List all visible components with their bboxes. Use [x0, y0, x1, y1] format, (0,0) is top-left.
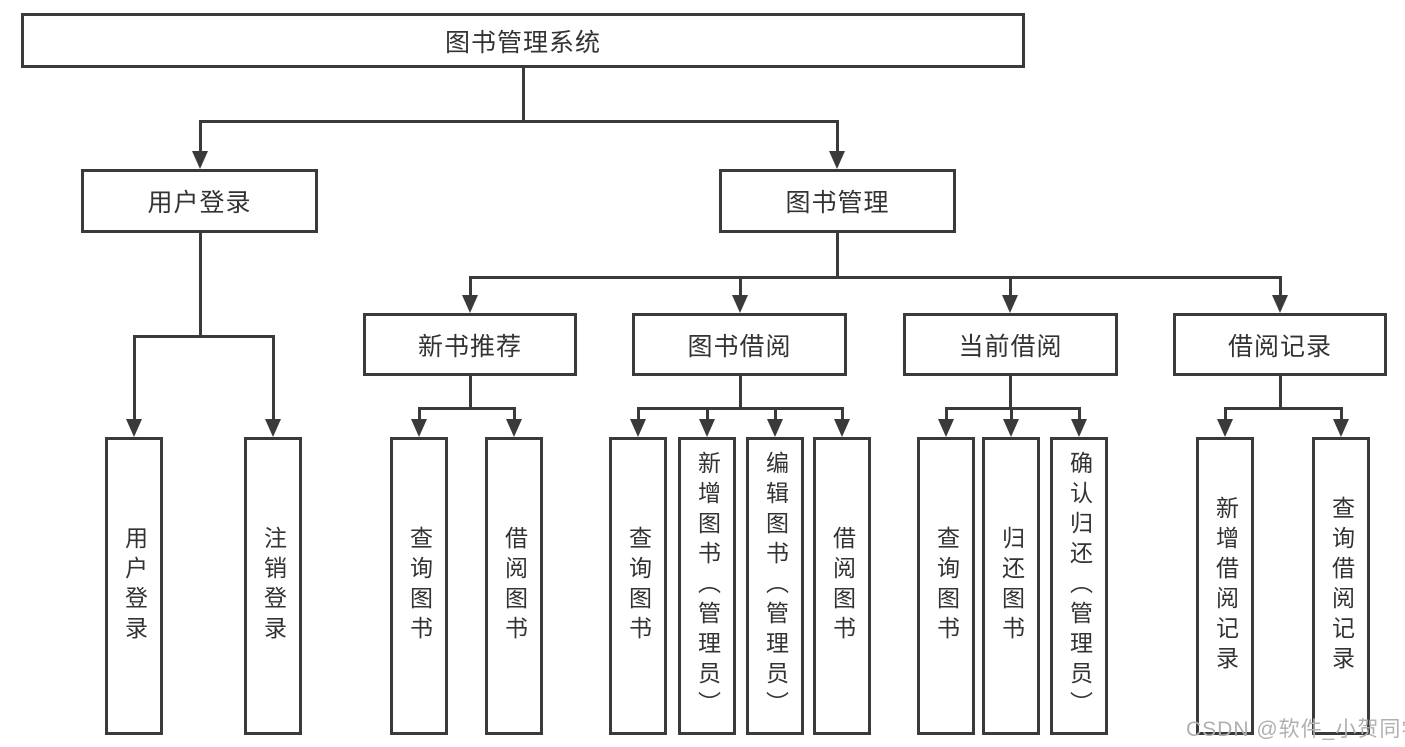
leaf-logout-label: 注销登录 — [260, 526, 287, 646]
node-user-login: 用户登录 — [81, 169, 318, 233]
node-book-borrow-label: 图书借阅 — [687, 332, 792, 361]
leaf-add-books-admin: 新增图书（管理员） — [678, 437, 736, 735]
arrowhead-down-icon — [1272, 295, 1288, 313]
node-user-login-label: 用户登录 — [147, 189, 252, 217]
leaf-borrow-books-2: 借阅图书 — [813, 437, 871, 735]
connector-vline — [1009, 407, 1013, 421]
leaf-add-books-admin-label: 新增图书（管理员） — [694, 451, 721, 721]
leaf-query-borrow-record: 查询借阅记录 — [1312, 437, 1370, 735]
leaf-borrow-books-1-label: 借阅图书 — [501, 526, 528, 646]
node-new-book-recommend: 新书推荐 — [363, 313, 577, 376]
arrowhead-down-icon — [938, 419, 954, 437]
connector-hline — [636, 407, 844, 410]
connector-vline — [773, 407, 777, 421]
connector-vline — [521, 68, 525, 122]
leaf-borrow-books-1: 借阅图书 — [485, 437, 543, 735]
connector-vline — [198, 120, 202, 152]
connector-vline — [840, 407, 844, 421]
arrowhead-down-icon — [1003, 419, 1019, 437]
connector-vline — [468, 376, 472, 410]
connector-vline — [417, 407, 421, 421]
leaf-edit-books-admin-label: 编辑图书（管理员） — [762, 451, 789, 721]
node-borrow-records: 借阅记录 — [1173, 313, 1387, 376]
arrowhead-down-icon — [1333, 419, 1349, 437]
connector-vline — [468, 276, 472, 297]
connector-vline — [1278, 376, 1282, 410]
arrowhead-down-icon — [829, 151, 845, 169]
connector-vline — [198, 233, 202, 338]
leaf-add-borrow-record: 新增借阅记录 — [1196, 437, 1254, 735]
arrowhead-down-icon — [192, 151, 208, 169]
connector-vline — [835, 233, 839, 279]
connector-vline — [1223, 407, 1227, 421]
node-root-label: 图书管理系统 — [444, 28, 601, 57]
connector-vline — [1077, 407, 1081, 421]
connector-vline — [738, 276, 742, 297]
leaf-query-books-3: 查询图书 — [917, 437, 975, 735]
node-book-borrow: 图书借阅 — [632, 313, 847, 376]
connector-vline — [636, 407, 640, 421]
leaf-return-books: 归还图书 — [982, 437, 1040, 735]
leaf-query-books-1-label: 查询图书 — [406, 526, 433, 646]
leaf-query-borrow-record-label: 查询借阅记录 — [1328, 496, 1355, 676]
node-book-management: 图书管理 — [719, 169, 956, 233]
connector-vline — [1339, 407, 1343, 421]
leaf-edit-books-admin: 编辑图书（管理员） — [746, 437, 804, 735]
arrowhead-down-icon — [506, 419, 522, 437]
leaf-query-books-2: 查询图书 — [609, 437, 667, 735]
arrowhead-down-icon — [462, 295, 478, 313]
node-borrow-records-label: 借阅记录 — [1227, 332, 1332, 361]
connector-vline — [835, 120, 839, 152]
connector-vline — [271, 335, 275, 420]
node-current-borrow-label: 当前借阅 — [958, 332, 1063, 361]
node-current-borrow: 当前借阅 — [903, 313, 1118, 376]
arrowhead-down-icon — [767, 419, 783, 437]
arrowhead-down-icon — [732, 295, 748, 313]
leaf-confirm-return-admin-label: 确认归还（管理员） — [1066, 451, 1093, 721]
leaf-add-borrow-record-label: 新增借阅记录 — [1212, 496, 1239, 676]
arrowhead-down-icon — [411, 419, 427, 437]
arrowhead-down-icon — [834, 419, 850, 437]
leaf-query-books-3-label: 查询图书 — [933, 526, 960, 646]
leaf-user-login-label: 用户登录 — [121, 526, 148, 646]
connector-hline — [417, 407, 516, 410]
leaf-query-books-2-label: 查询图书 — [625, 526, 652, 646]
leaf-return-books-label: 归还图书 — [998, 526, 1025, 646]
connector-hline — [468, 276, 1282, 279]
connector-vline — [1008, 376, 1012, 410]
arrowhead-down-icon — [630, 419, 646, 437]
leaf-query-books-1: 查询图书 — [390, 437, 448, 735]
connector-vline — [1278, 276, 1282, 297]
node-book-management-label: 图书管理 — [785, 189, 890, 217]
arrowhead-down-icon — [1002, 295, 1018, 313]
connector-vline — [944, 407, 948, 421]
connector-vline — [512, 407, 516, 421]
arrowhead-down-icon — [126, 419, 142, 437]
arrowhead-down-icon — [699, 419, 715, 437]
leaf-user-login: 用户登录 — [105, 437, 163, 735]
arrowhead-down-icon — [265, 419, 281, 437]
leaf-logout: 注销登录 — [244, 437, 302, 735]
connector-hline — [198, 120, 839, 123]
arrowhead-down-icon — [1071, 419, 1087, 437]
connector-vline — [132, 335, 136, 420]
connector-vline — [705, 407, 709, 421]
connector-hline — [132, 335, 275, 338]
leaf-borrow-books-2-label: 借阅图书 — [829, 526, 856, 646]
connector-hline — [944, 407, 1081, 410]
node-root-system: 图书管理系统 — [21, 13, 1025, 68]
connector-hline — [1223, 407, 1343, 410]
leaf-confirm-return-admin: 确认归还（管理员） — [1050, 437, 1108, 735]
connector-vline — [738, 376, 742, 410]
arrowhead-down-icon — [1217, 419, 1233, 437]
csdn-watermark: CSDN @软件_小贺同学 — [1186, 718, 1405, 741]
node-new-book-recommend-label: 新书推荐 — [417, 332, 522, 361]
connector-vline — [1008, 276, 1012, 297]
